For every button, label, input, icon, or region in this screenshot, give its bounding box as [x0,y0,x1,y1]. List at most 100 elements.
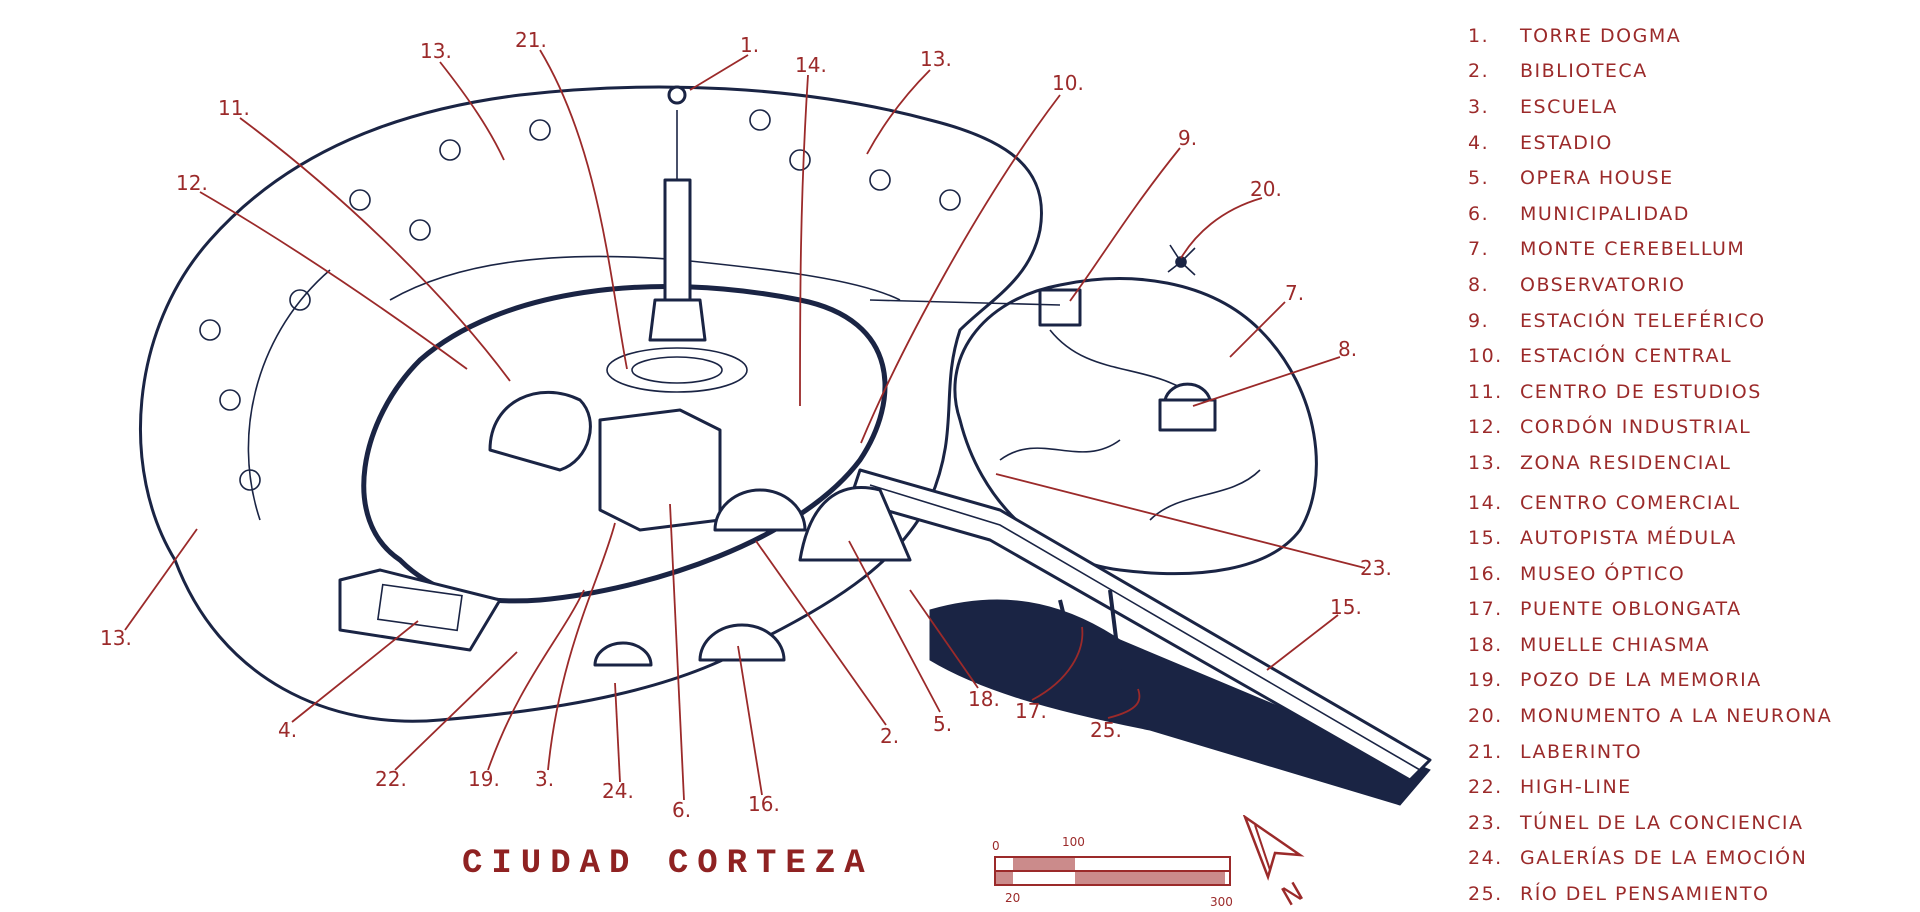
callout-7: 7. [1285,281,1304,305]
legend-label: Escuela [1520,95,1618,118]
scale-tick-20: 20 [1005,891,1020,905]
ring-road [361,284,888,604]
callout-6: 6. [672,798,691,822]
legend-item: 3. Escuela [1468,89,1908,125]
callout-24: 24. [602,779,634,803]
legend-label: Monumento a la Neurona [1520,705,1833,728]
legend-item: 14. Centro Comercial [1468,485,1908,521]
callout-15: 15. [1330,595,1362,619]
callout-16: 16. [748,792,780,816]
map-title: CIUDAD CORTEZA [462,845,874,883]
legend-item: 12. Cordón Industrial [1468,410,1908,446]
legend-label: Monte Cerebellum [1520,238,1746,261]
legend-number: 11. [1468,380,1503,403]
callout-18: 18. [968,687,1000,711]
legend-item: 11. Centro de Estudios [1468,374,1908,410]
legend-label: Estadio [1520,131,1613,154]
legend-item: 2. Biblioteca [1468,54,1908,90]
callout-2: 2. [880,724,899,748]
callout-4: 4. [278,718,297,742]
legend-label: Observatorio [1520,273,1686,296]
legend-item: 15.Autopista Médula [1468,520,1908,556]
callout-17: 17. [1015,699,1047,723]
legend-label: Municipalidad [1520,202,1690,225]
legend-number: 21. [1468,740,1503,763]
legend-number: 17. [1468,598,1503,621]
legend-label: Río del Pensamiento [1520,883,1770,906]
legend-label: Estación Teleférico [1520,309,1766,332]
legend-number: 9. [1468,309,1490,332]
residential-houses [199,109,961,491]
legend-item: 6. Municipalidad [1468,196,1908,232]
legend-item: 8.Observatorio [1468,267,1908,303]
legend-label: Centro de Estudios [1520,380,1762,403]
legend-label: Cordón Industrial [1520,416,1752,439]
north-letter: N [1277,877,1309,910]
legend-item: 17.Puente Oblongata [1468,592,1908,628]
opera-house [798,486,912,562]
legend-number: 7. [1468,238,1490,261]
legend-label: Laberinto [1520,740,1643,763]
estadio [338,568,502,652]
observatorio [1158,382,1217,432]
legend-item: 16.Museo Óptico [1468,556,1908,592]
scale-tick-100: 100 [1062,835,1085,849]
callout-13-c: 13. [100,626,132,650]
legend-number: 22. [1468,776,1503,799]
legend-number: 1. [1468,24,1490,47]
legend-number: 5. [1468,167,1490,190]
museo-optico [698,623,786,662]
legend-item: 13.Zona Residencial [1468,445,1908,481]
callout-leaders [124,49,1366,801]
legend-number: 4. [1468,131,1490,154]
callout-21: 21. [515,28,547,52]
callout-14: 14. [795,53,827,77]
legend-label: Opera House [1520,167,1674,190]
scale-bar: 0 100 20 300 [992,835,1233,909]
legend-item: 24.Galerías de la Emoción [1468,841,1908,877]
river [929,599,1431,806]
callout-19: 19. [468,767,500,791]
legend-label: Galerías de la Emoción [1520,847,1808,870]
legend-item: 7. Monte Cerebellum [1468,232,1908,268]
callout-10: 10. [1052,71,1084,95]
callout-25: 25. [1090,718,1122,742]
neuron-monument-icon [1167,244,1196,276]
legend-number: 3. [1468,95,1490,118]
callout-1: 1. [740,33,759,57]
legend-label: High-Line [1520,776,1632,799]
legend-item: 18.Muelle Chiasma [1468,627,1908,663]
legend-label: Autopista Médula [1520,527,1737,550]
legend-number: 14. [1468,491,1503,514]
municipalidad [598,408,722,532]
legend-label: Estación Central [1520,345,1733,368]
legend-label: Túnel de la Conciencia [1520,811,1804,834]
legend-item: 25. Río del Pensamiento [1468,876,1908,912]
legend-number: 2. [1468,60,1490,83]
puente-oblongata [1058,589,1122,681]
centro-de-estudios [488,390,592,472]
callout-labels: 1. 21. 14. 13. 13. 10. 11. 12. 9. 20. 7.… [100,28,1392,822]
legend-item: 20. Monumento a la Neurona [1468,698,1908,734]
callout-13-b: 13. [420,39,452,63]
legend-label: Centro Comercial [1520,491,1741,514]
legend-item: 23.Túnel de la Conciencia [1468,805,1908,841]
callout-23: 23. [1360,556,1392,580]
legend-item: 22. High-Line [1468,769,1908,805]
legend-label: Biblioteca [1520,60,1648,83]
callout-22: 22. [375,767,407,791]
callout-11: 11. [218,96,250,120]
biblioteca [713,488,807,532]
legend-number: 20. [1468,705,1503,728]
legend-number: 16. [1468,562,1503,585]
scale-tick-300: 300 [1210,895,1233,909]
legend-number: 12. [1468,416,1503,439]
map-legend: 1.Torre Dogma2.Biblioteca3.Escuela4.Esta… [1468,18,1908,912]
legend-item: 10.Estación Central [1468,338,1908,374]
callout-5: 5. [933,712,952,736]
legend-number: 6. [1468,202,1490,225]
callout-20: 20. [1250,177,1282,201]
legend-number: 25. [1468,883,1503,906]
legend-item: 4. Estadio [1468,125,1908,161]
